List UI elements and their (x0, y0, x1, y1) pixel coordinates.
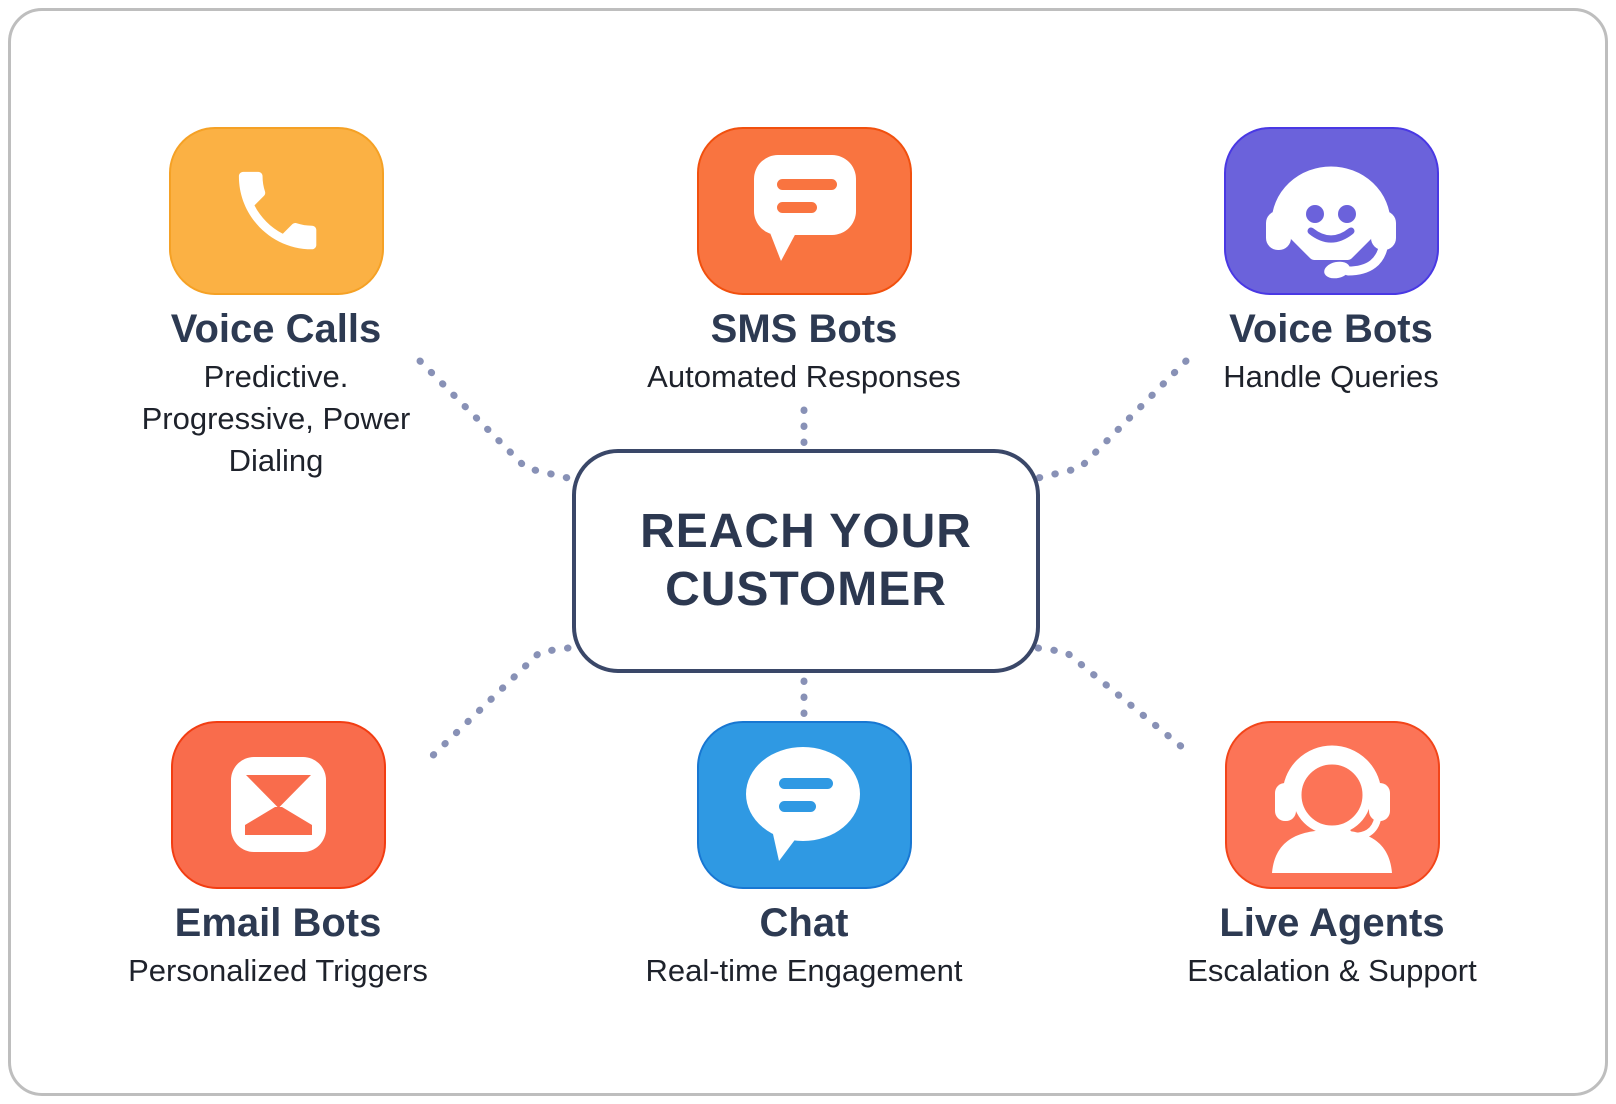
email-bots-tile (170, 721, 386, 889)
node-chat: Chat Real-time Engagement (624, 721, 984, 992)
email-envelope-icon (230, 757, 326, 852)
live-agents-tile (1224, 721, 1440, 889)
email-bots-title: Email Bots (174, 901, 382, 945)
voice-calls-title: Voice Calls (170, 307, 382, 351)
node-voice-calls: Voice Calls Predictive. Progressive, Pow… (96, 127, 456, 482)
chat-subtitle: Real-time Engagement (645, 953, 963, 988)
robot-headset-icon (1265, 166, 1396, 279)
live-agents-title: Live Agents (1219, 901, 1445, 945)
sms-bots-title: SMS Bots (710, 307, 898, 351)
chat-tile (696, 721, 912, 889)
live-agents-subtitle: Escalation & Support (1187, 953, 1477, 988)
node-email-bots: Email Bots Personalized Triggers (98, 721, 458, 992)
voice-calls-tile (168, 127, 384, 295)
voice-calls-subtitle: Predictive. Progressive, Power Dialing (141, 359, 411, 478)
email-bots-subtitle: Personalized Triggers (128, 953, 428, 988)
voice-bots-subtitle: Handle Queries (1223, 359, 1439, 394)
chat-bubble-icon (745, 747, 860, 861)
center-title: REACH YOUR CUSTOMER (640, 505, 972, 616)
center-box: REACH YOUR CUSTOMER (572, 449, 1040, 673)
sms-bots-tile (696, 127, 912, 295)
sms-bots-subtitle: Automated Responses (647, 359, 961, 394)
agent-headset-icon (1271, 745, 1392, 873)
node-voice-bots: Voice Bots Handle Queries (1151, 127, 1511, 398)
node-live-agents: Live Agents Escalation & Support (1152, 721, 1512, 992)
voice-bots-tile (1223, 127, 1439, 295)
sms-bubble-icon (753, 155, 856, 261)
node-sms-bots: SMS Bots Automated Responses (624, 127, 984, 398)
chat-title: Chat (759, 901, 849, 945)
voice-bots-title: Voice Bots (1229, 307, 1433, 351)
phone-icon (238, 171, 316, 250)
